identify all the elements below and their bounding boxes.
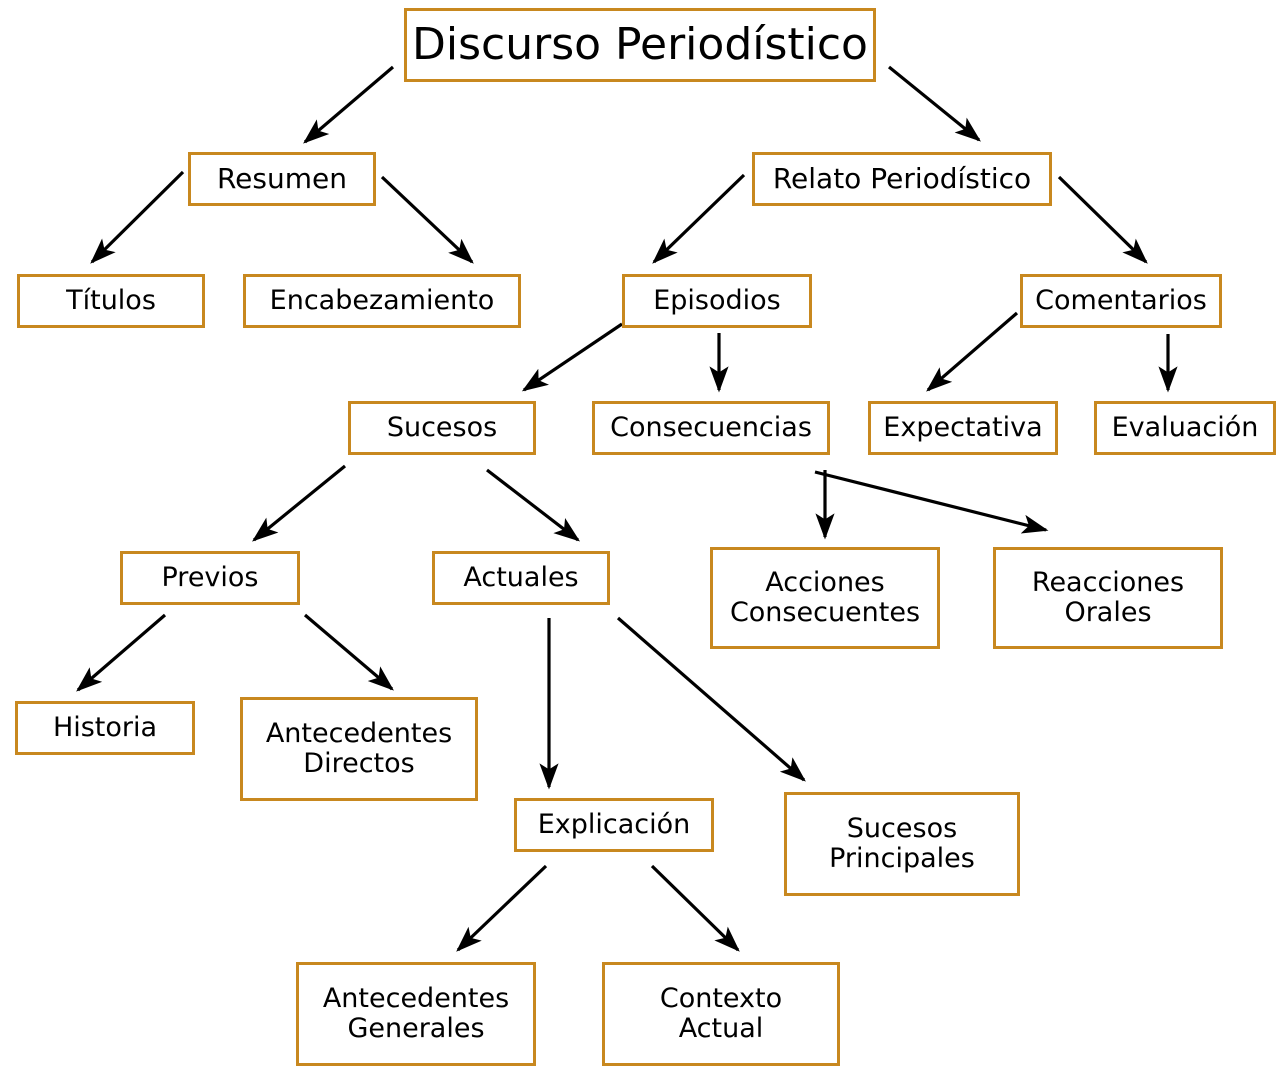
arrow-previos-to-antecedentes_dir — [303, 613, 394, 691]
node-resumen[interactable]: Resumen — [188, 152, 376, 206]
node-explicacion[interactable]: Explicación — [514, 798, 714, 852]
node-label: Antecedentes Directos — [265, 717, 453, 779]
node-label: Encabezamiento — [269, 284, 495, 316]
node-label: Contexto Actual — [659, 982, 783, 1044]
node-label: Reacciones Orales — [1031, 566, 1185, 628]
arrow-explicacion-to-contexto — [650, 864, 740, 952]
node-relato[interactable]: Relato Periodístico — [752, 152, 1052, 206]
node-label: Sucesos Principales — [829, 812, 975, 874]
node-label: Relato Periodístico — [772, 162, 1032, 196]
arrow-sucesos-to-actuales — [486, 468, 581, 542]
node-episodios[interactable]: Episodios — [622, 274, 812, 328]
node-label: Historia — [52, 711, 158, 743]
node-comentarios[interactable]: Comentarios — [1020, 274, 1222, 328]
node-label: Evaluación — [1111, 411, 1259, 443]
arrow-consecuencias-to-reacciones — [814, 470, 1049, 534]
node-contexto[interactable]: Contexto Actual — [602, 962, 840, 1066]
node-label: Expectativa — [883, 411, 1043, 443]
arrow-resumen-to-titulos — [90, 170, 185, 264]
node-label: Discurso Periodístico — [412, 19, 868, 71]
node-previos[interactable]: Previos — [120, 551, 300, 605]
arrow-comentarios-to-expectativa — [926, 311, 1019, 392]
node-discurso[interactable]: Discurso Periodístico — [404, 8, 876, 82]
node-label: Comentarios — [1035, 284, 1207, 316]
node-evaluacion[interactable]: Evaluación — [1094, 401, 1276, 455]
node-label: Títulos — [66, 284, 156, 316]
node-actuales[interactable]: Actuales — [432, 551, 610, 605]
node-encabezamiento[interactable]: Encabezamiento — [243, 274, 521, 328]
node-label: Episodios — [653, 284, 781, 316]
arrow-episodios-to-sucesos — [521, 322, 623, 392]
node-antecedentes_gen[interactable]: Antecedentes Generales — [296, 962, 536, 1066]
node-historia[interactable]: Historia — [15, 701, 195, 755]
node-label: Actuales — [463, 561, 579, 593]
node-label: Resumen — [216, 162, 347, 196]
arrow-explicacion-to-antecedentes_gen — [456, 864, 548, 952]
arrow-relato-to-comentarios — [1057, 175, 1148, 264]
node-consecuencias[interactable]: Consecuencias — [592, 401, 830, 455]
node-sucesos[interactable]: Sucesos — [348, 401, 536, 455]
arrow-relato-to-episodios — [652, 173, 746, 264]
node-acciones[interactable]: Acciones Consecuentes — [710, 547, 940, 649]
arrow-discurso-to-relato — [887, 65, 981, 142]
node-label: Acciones Consecuentes — [729, 566, 921, 628]
arrow-previos-to-historia — [76, 613, 167, 692]
node-label: Sucesos — [386, 411, 498, 443]
arrow-discurso-to-resumen — [303, 65, 395, 144]
arrow-resumen-to-encabezamiento — [380, 175, 474, 264]
node-reacciones[interactable]: Reacciones Orales — [993, 547, 1223, 649]
arrow-sucesos-to-previos — [252, 464, 347, 542]
node-label: Explicación — [537, 808, 691, 840]
node-label: Consecuencias — [610, 411, 812, 443]
node-sucesos_princ[interactable]: Sucesos Principales — [784, 792, 1020, 896]
node-antecedentes_dir[interactable]: Antecedentes Directos — [240, 697, 478, 801]
node-label: Previos — [161, 561, 259, 593]
node-titulos[interactable]: Títulos — [17, 274, 205, 328]
node-label: Antecedentes Generales — [322, 982, 510, 1044]
node-expectativa[interactable]: Expectativa — [868, 401, 1058, 455]
